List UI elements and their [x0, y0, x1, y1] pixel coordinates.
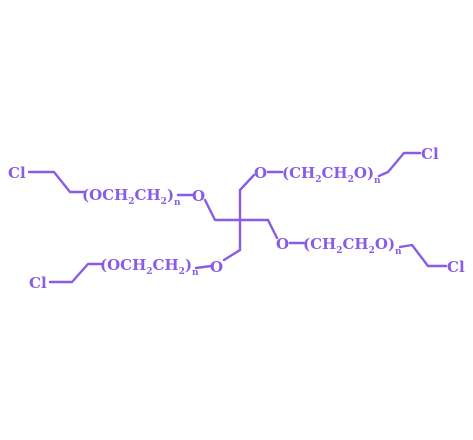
bond-upper-right-cl [377, 151, 422, 178]
upper-right-repeat-unit: (CH2CH2O)n [282, 164, 381, 186]
bond-lower-right-core-o [266, 218, 279, 240]
bond-lower-left-o-chain [194, 264, 213, 270]
bond-lower-right-cl [398, 243, 448, 268]
lower-left-chlorine: Cl [29, 274, 47, 292]
bond-upper-left-cl [27, 170, 86, 194]
lower-left-oxygen: O [210, 258, 223, 276]
bond-lower-left-cl [48, 262, 103, 284]
upper-right-oxygen: O [254, 164, 267, 182]
bond-upper-right-core-o [238, 173, 256, 192]
upper-left-repeat-unit: (OCH2CH2)n [82, 186, 181, 208]
lower-right-chlorine: Cl [447, 258, 465, 276]
upper-left-oxygen: O [192, 187, 205, 205]
bond-lower-left-core-o [222, 248, 242, 262]
lower-right-repeat-unit: (CH2CH2O)n [303, 235, 402, 257]
bond-lines [27, 151, 448, 284]
bond-upper-left-o-core [203, 198, 242, 222]
lower-right-oxygen: O [276, 235, 289, 253]
atom-labels: Cl (OCH2CH2)n O O (CH2CH2O)n Cl O (CH2CH… [8, 145, 465, 292]
upper-left-chlorine: Cl [8, 164, 26, 182]
lower-left-repeat-unit: (OCH2CH2)n [100, 256, 199, 278]
upper-right-chlorine: Cl [421, 145, 439, 163]
